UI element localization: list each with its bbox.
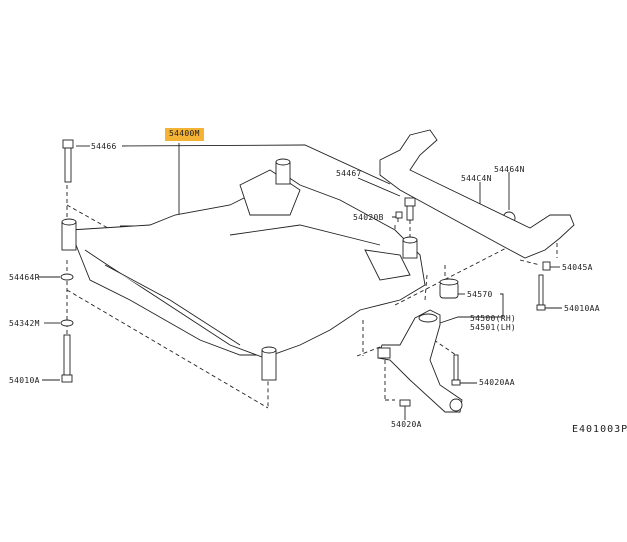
label-54501-lh[interactable]: 54501(LH) bbox=[470, 323, 517, 332]
label-54464R[interactable]: 54464R bbox=[9, 273, 40, 282]
leader-lines bbox=[38, 143, 562, 420]
label-54020B[interactable]: 54020B bbox=[353, 213, 384, 222]
fasteners bbox=[60, 139, 551, 407]
label-54500-rh[interactable]: 54500(RH) bbox=[470, 314, 517, 323]
stay-bar bbox=[379, 129, 575, 259]
label-54467[interactable]: 54467 bbox=[336, 169, 362, 178]
figure-code: E401003P bbox=[572, 424, 627, 435]
label-54466[interactable]: 54466 bbox=[91, 142, 117, 151]
label-54045A[interactable]: 54045A bbox=[562, 263, 593, 272]
label-54010AA[interactable]: 54010AA bbox=[564, 304, 600, 313]
transverse-link bbox=[377, 309, 463, 413]
mount-bushings bbox=[61, 158, 516, 381]
label-54342M[interactable]: 54342M bbox=[9, 319, 40, 328]
label-54020AA[interactable]: 54020AA bbox=[479, 378, 515, 387]
label-54010A[interactable]: 54010A bbox=[9, 376, 40, 385]
label-54570[interactable]: 54570 bbox=[467, 290, 493, 299]
label-54464N[interactable]: 54464N bbox=[494, 165, 525, 174]
label-54400M[interactable]: 54400M bbox=[165, 128, 204, 141]
label-54020A[interactable]: 54020A bbox=[391, 420, 422, 429]
crossmember-frame bbox=[69, 169, 426, 361]
label-544C4N[interactable]: 544C4N bbox=[461, 174, 492, 183]
